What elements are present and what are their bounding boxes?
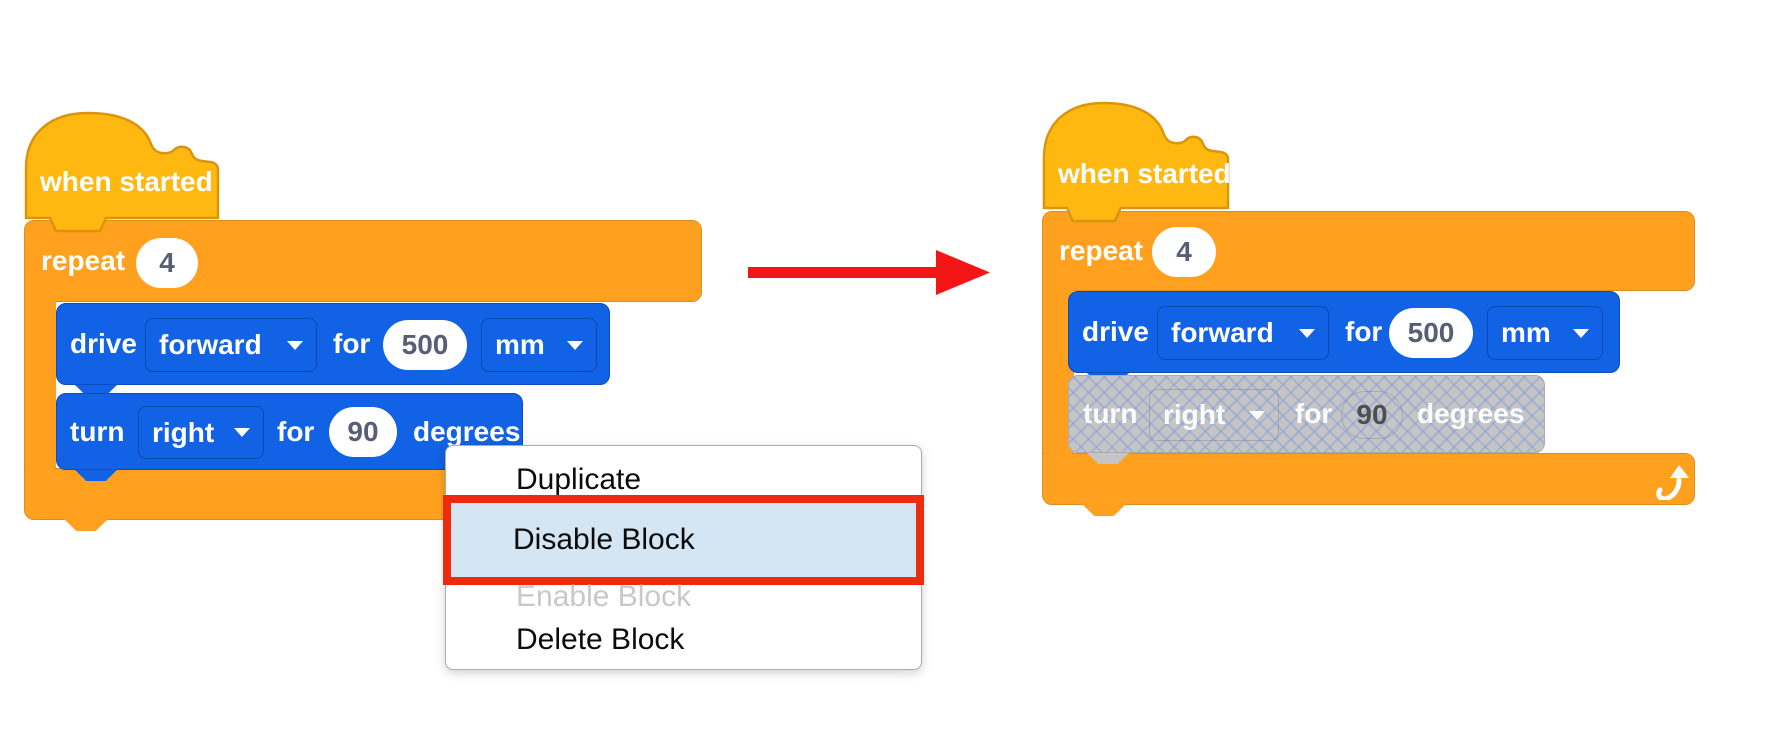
chevron-down-icon xyxy=(1573,328,1589,338)
hat-shape-icon xyxy=(24,111,220,233)
drive-unit-value: mm xyxy=(1501,317,1551,348)
drive-direction-value: forward xyxy=(159,329,262,360)
drive-direction-dropdown[interactable]: forward xyxy=(1157,306,1329,360)
turn-direction-dropdown[interactable]: right xyxy=(138,406,264,459)
chevron-down-icon xyxy=(1249,410,1265,420)
turn-angle-input[interactable]: 90 xyxy=(329,407,397,457)
menu-item-disable-block[interactable]: Disable Block xyxy=(443,495,924,585)
turn-block-disabled[interactable]: turn right for 90 degrees xyxy=(1068,375,1545,453)
drive-for-label: for xyxy=(1345,316,1383,347)
turn-direction-dropdown[interactable]: right xyxy=(1149,389,1279,441)
repeat-count-value: 4 xyxy=(1176,236,1192,267)
repeat-loop-icon xyxy=(1656,465,1689,500)
repeat-block-footer-after[interactable] xyxy=(1042,453,1695,505)
hat-shape-icon xyxy=(1042,101,1230,223)
drive-distance-input[interactable]: 500 xyxy=(383,320,467,370)
drive-verb-label: drive xyxy=(1082,316,1149,347)
chevron-down-icon xyxy=(1299,328,1315,338)
when-started-hat-block-after[interactable]: when started xyxy=(1042,100,1231,224)
drive-block-after[interactable]: drive forward for 500 mm xyxy=(1068,291,1620,373)
context-menu: Duplicate Disable Block Enable Block Del… xyxy=(443,445,924,670)
repeat-block-spine xyxy=(24,298,56,472)
turn-verb-label: turn xyxy=(1083,398,1138,429)
drive-distance-value: 500 xyxy=(1407,317,1455,348)
chevron-down-icon xyxy=(287,340,303,350)
repeat-block[interactable]: repeat 4 xyxy=(24,220,702,302)
repeat-count-value: 4 xyxy=(159,247,175,278)
repeat-block-bottom-tab xyxy=(1082,504,1126,516)
drive-unit-dropdown[interactable]: mm xyxy=(481,318,597,372)
turn-angle-value: 90 xyxy=(1356,399,1388,430)
menu-item-duplicate[interactable]: Duplicate xyxy=(516,463,642,496)
drive-block[interactable]: drive forward for 500 mm xyxy=(56,303,610,385)
repeat-label: repeat xyxy=(1059,235,1144,266)
turn-unit-label: degrees xyxy=(413,415,521,447)
repeat-count-input[interactable]: 4 xyxy=(1152,227,1216,277)
menu-item-delete-block[interactable]: Delete Block xyxy=(516,623,685,656)
repeat-count-input[interactable]: 4 xyxy=(136,238,198,288)
turn-for-label: for xyxy=(277,415,315,447)
drive-verb-label: drive xyxy=(70,328,137,359)
drive-unit-dropdown[interactable]: mm xyxy=(1487,306,1603,360)
turn-verb-label: turn xyxy=(70,415,125,447)
repeat-block-bottom-tab xyxy=(64,519,108,531)
repeat-block-after[interactable]: repeat 4 xyxy=(1042,211,1695,291)
turn-direction-value: right xyxy=(1163,399,1226,430)
drive-for-label: for xyxy=(333,328,371,359)
chevron-down-icon xyxy=(234,428,250,437)
turn-direction-value: right xyxy=(152,416,215,448)
turn-unit-label: degrees xyxy=(1417,398,1525,429)
turn-angle-input[interactable]: 90 xyxy=(1341,391,1403,439)
chevron-down-icon xyxy=(567,340,583,350)
hat-label: when started xyxy=(1058,158,1231,189)
red-right-arrow-icon xyxy=(748,250,990,295)
when-started-hat-block[interactable]: when started xyxy=(24,110,220,234)
menu-item-disable-block-label: Disable Block xyxy=(513,523,695,556)
turn-for-label: for xyxy=(1295,398,1333,429)
drive-direction-value: forward xyxy=(1171,317,1274,348)
repeat-label: repeat xyxy=(41,245,126,276)
drive-direction-dropdown[interactable]: forward xyxy=(145,318,317,372)
drive-unit-value: mm xyxy=(495,329,545,360)
drive-distance-value: 500 xyxy=(401,329,449,360)
drive-distance-input[interactable]: 500 xyxy=(1389,308,1473,358)
hat-label: when started xyxy=(40,166,213,197)
menu-item-enable-block: Enable Block xyxy=(516,580,692,613)
turn-angle-value: 90 xyxy=(347,416,379,447)
